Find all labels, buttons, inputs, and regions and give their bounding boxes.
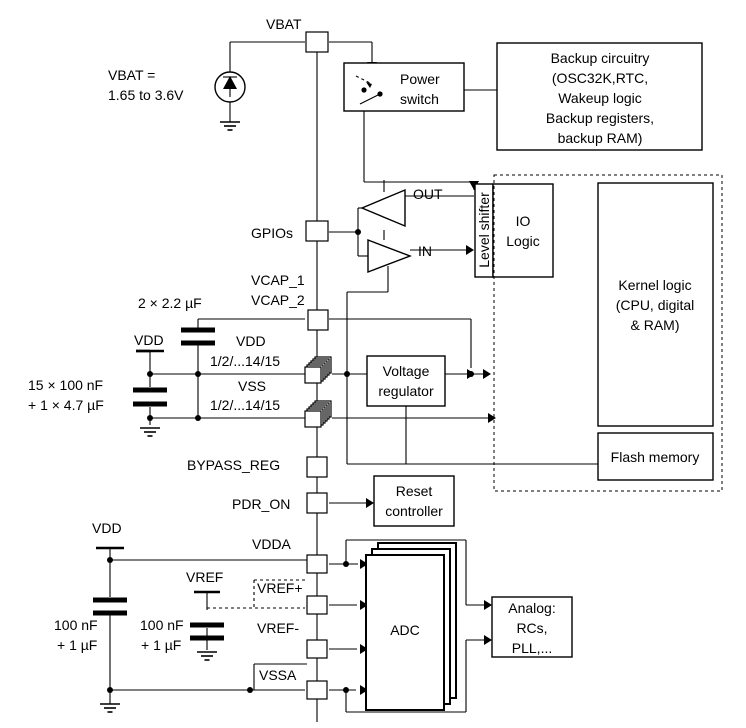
vbat-pad bbox=[305, 31, 329, 53]
flash-label: Flash memory bbox=[611, 449, 700, 465]
vcap-pad bbox=[307, 309, 329, 331]
vdda-capacitor-label-2: + 1 µF bbox=[57, 637, 97, 653]
reset-controller-block: Reset controller bbox=[373, 475, 455, 527]
vbat-source-label: VBAT = bbox=[108, 67, 155, 83]
analog-block: Analog: RCs, PLL,... bbox=[491, 596, 573, 658]
vss-range-label: 1/2/...14/15 bbox=[210, 397, 280, 413]
gpios-label: GPIOs bbox=[251, 225, 293, 241]
adc-label: ADC bbox=[390, 622, 420, 638]
vdd-pad-stack bbox=[304, 356, 332, 384]
vbat-range-label: 1.65 to 3.6V bbox=[108, 87, 184, 103]
ground-icon bbox=[219, 121, 241, 131]
flash-memory-block: Flash memory bbox=[597, 432, 714, 481]
power-switch-label-1: Power bbox=[400, 71, 440, 87]
backup-line-3: Wakeup logic bbox=[558, 90, 642, 106]
arrows-and-junctions bbox=[107, 62, 496, 695]
vref-minus-label: VREF- bbox=[257, 620, 299, 636]
bypass-reg-pad bbox=[306, 456, 328, 478]
level-shifter-label: Level shifter bbox=[476, 192, 492, 268]
out-label: OUT bbox=[413, 186, 443, 202]
vref-minus-pad bbox=[306, 639, 328, 659]
vdd-range-label: 1/2/...14/15 bbox=[210, 353, 280, 369]
voltage-regulator-block: Voltage regulator bbox=[366, 355, 446, 407]
vcap-capacitor-label: 2 × 2.2 µF bbox=[138, 295, 202, 311]
reset-label-1: Reset bbox=[396, 483, 433, 499]
regulator-label-2: regulator bbox=[378, 383, 434, 399]
kernel-line-2: (CPU, digital bbox=[616, 297, 695, 313]
vdd-analog-supply-label: VDD bbox=[92, 520, 122, 536]
kernel-line-1: Kernel logic bbox=[618, 277, 691, 293]
vssa-pad bbox=[306, 680, 328, 700]
regulator-label-1: Voltage bbox=[383, 363, 430, 379]
vdd-decoupling-label-1: 15 × 100 nF bbox=[28, 377, 103, 393]
vcap1-label: VCAP_1 bbox=[251, 272, 305, 288]
vssa-label: VSSA bbox=[259, 667, 297, 683]
io-logic-block: IO Logic bbox=[492, 183, 554, 278]
backup-line-4: Backup registers, bbox=[546, 110, 654, 126]
vdda-capacitor-label-1: 100 nF bbox=[54, 617, 98, 633]
analog-line-1: Analog: bbox=[508, 600, 555, 616]
analog-line-3: PLL,... bbox=[512, 640, 552, 656]
vdd-pins-label: VDD bbox=[236, 333, 266, 349]
vdd-decoupling-label-2: + 1 × 4.7 µF bbox=[28, 397, 104, 413]
ground-icon bbox=[139, 427, 161, 437]
vss-pins-label: VSS bbox=[238, 378, 266, 394]
vref-plus-label: VREF+ bbox=[257, 580, 303, 596]
vref-capacitor bbox=[190, 622, 224, 641]
vdda-pad bbox=[306, 554, 328, 574]
in-label: IN bbox=[418, 243, 432, 259]
backup-line-1: Backup circuitry bbox=[551, 50, 650, 66]
gpio-pad bbox=[305, 220, 329, 242]
io-logic-label-1: IO bbox=[516, 213, 531, 229]
kernel-logic-block: Kernel logic (CPU, digital & RAM) bbox=[597, 182, 714, 427]
kernel-domain-boundary bbox=[493, 174, 723, 492]
backup-line-5: backup RAM) bbox=[558, 130, 643, 146]
bypass-reg-label: BYPASS_REG bbox=[187, 457, 280, 473]
vref-capacitor-label-1: 100 nF bbox=[140, 617, 184, 633]
reset-label-2: controller bbox=[385, 503, 443, 519]
pdr-on-label: PDR_ON bbox=[232, 496, 290, 512]
vcap2-label: VCAP_2 bbox=[251, 292, 305, 308]
vcap-capacitor bbox=[181, 327, 215, 346]
kernel-line-3: & RAM) bbox=[631, 317, 680, 333]
vss-pad-stack bbox=[304, 400, 332, 428]
vbat-pin-label: VBAT bbox=[266, 16, 302, 32]
vdd-supply-label: VDD bbox=[134, 332, 164, 348]
io-logic-label-2: Logic bbox=[506, 233, 539, 249]
level-shifter-block: Level shifter bbox=[474, 183, 494, 278]
vdda-capacitor bbox=[93, 597, 127, 616]
io-buffers: OUT IN bbox=[360, 186, 443, 274]
ground-icon bbox=[99, 703, 121, 713]
vref-plus-pad bbox=[306, 595, 328, 615]
vref-capacitor-label-2: + 1 µF bbox=[141, 637, 181, 653]
pdr-on-pad bbox=[306, 492, 328, 514]
backup-circuitry-block: Backup circuitry (OSC32K,RTC, Wakeup log… bbox=[496, 42, 703, 151]
adc-block: ADC bbox=[365, 542, 457, 711]
ground-icon bbox=[196, 651, 218, 661]
power-switch-label-2: switch bbox=[400, 91, 439, 107]
backup-line-2: (OSC32K,RTC, bbox=[552, 70, 648, 86]
vdda-label: VDDA bbox=[252, 536, 292, 552]
vref-supply-label: VREF bbox=[186, 569, 223, 585]
vbat-source bbox=[214, 71, 246, 103]
analog-line-2: RCs, bbox=[516, 620, 547, 636]
power-switch: Power switch bbox=[343, 62, 465, 112]
vdd-decoupling-capacitor bbox=[133, 387, 167, 407]
